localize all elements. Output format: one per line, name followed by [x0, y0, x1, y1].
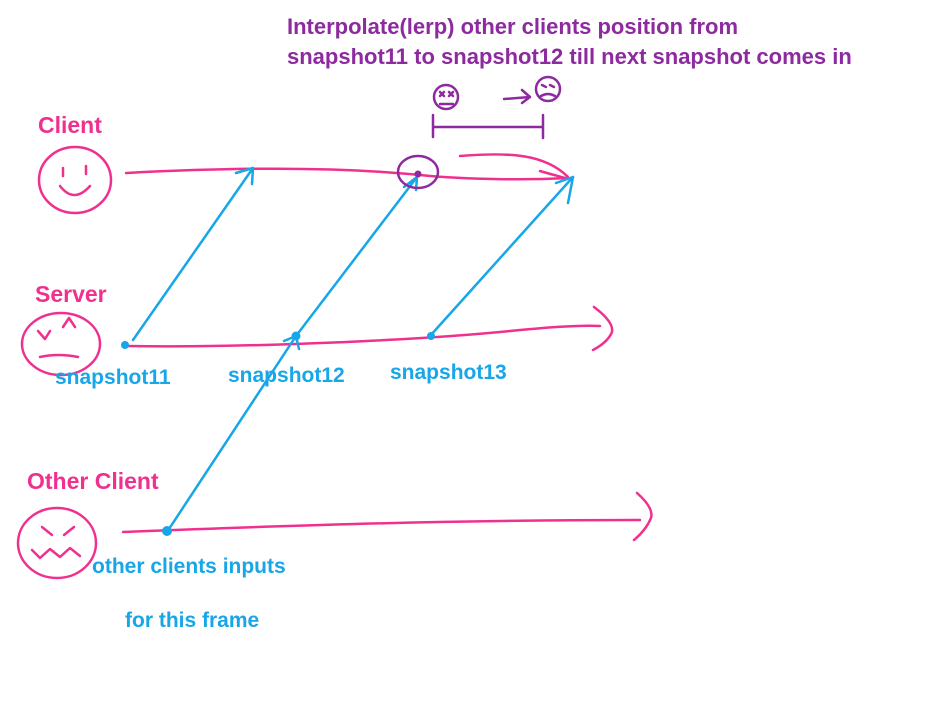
client-face-icon — [37, 145, 113, 215]
server-face-icon — [20, 311, 102, 377]
start-position-face-icon — [432, 83, 460, 111]
inputs-label-line-1: other clients inputs — [92, 555, 286, 578]
client-timeline-tail — [538, 169, 567, 180]
server-timeline-arrowhead-icon — [591, 305, 614, 352]
diagram-title-line-1: Interpolate(lerp) other clients position… — [287, 14, 739, 39]
other-client-timeline-arrowhead-icon — [632, 491, 653, 542]
snapshot12-dot — [291, 331, 301, 341]
other-client-label: Other Client — [27, 468, 159, 494]
snapshot11-arrowhead-icon — [234, 166, 255, 186]
interpolation-bracket — [431, 113, 545, 140]
inputs-label-line-2: for this frame — [125, 609, 260, 632]
client-label: Client — [38, 112, 102, 138]
interpolation-point-marker — [396, 154, 440, 190]
end-position-face-icon — [534, 75, 562, 103]
input-to-server-arrow — [165, 334, 298, 534]
snapshot13-label: snapshot13 — [390, 361, 507, 384]
input-dot — [162, 526, 172, 536]
snapshot12-label: snapshot12 — [228, 364, 345, 387]
snapshot11-arrow — [131, 166, 255, 342]
snapshot13-dot — [427, 332, 435, 340]
other-client-timeline — [121, 518, 642, 534]
other-client-face-icon — [16, 506, 98, 580]
diagram-title-line-2: snapshot11 to snapshot12 till next snaps… — [287, 44, 852, 69]
snapshot12-arrow — [294, 175, 419, 338]
snapshot11-dot — [121, 341, 129, 349]
lerp-arrow — [502, 88, 532, 105]
client-timeline-end-icon — [458, 153, 570, 179]
client-timeline — [124, 167, 570, 181]
server-timeline — [124, 324, 602, 348]
snapshot13-arrowhead-icon — [554, 175, 575, 205]
server-label: Server — [35, 281, 107, 307]
snapshot11-label: snapshot11 — [55, 366, 171, 389]
snapshot13-arrow — [428, 175, 575, 338]
interpolation-point-dot — [414, 170, 422, 178]
